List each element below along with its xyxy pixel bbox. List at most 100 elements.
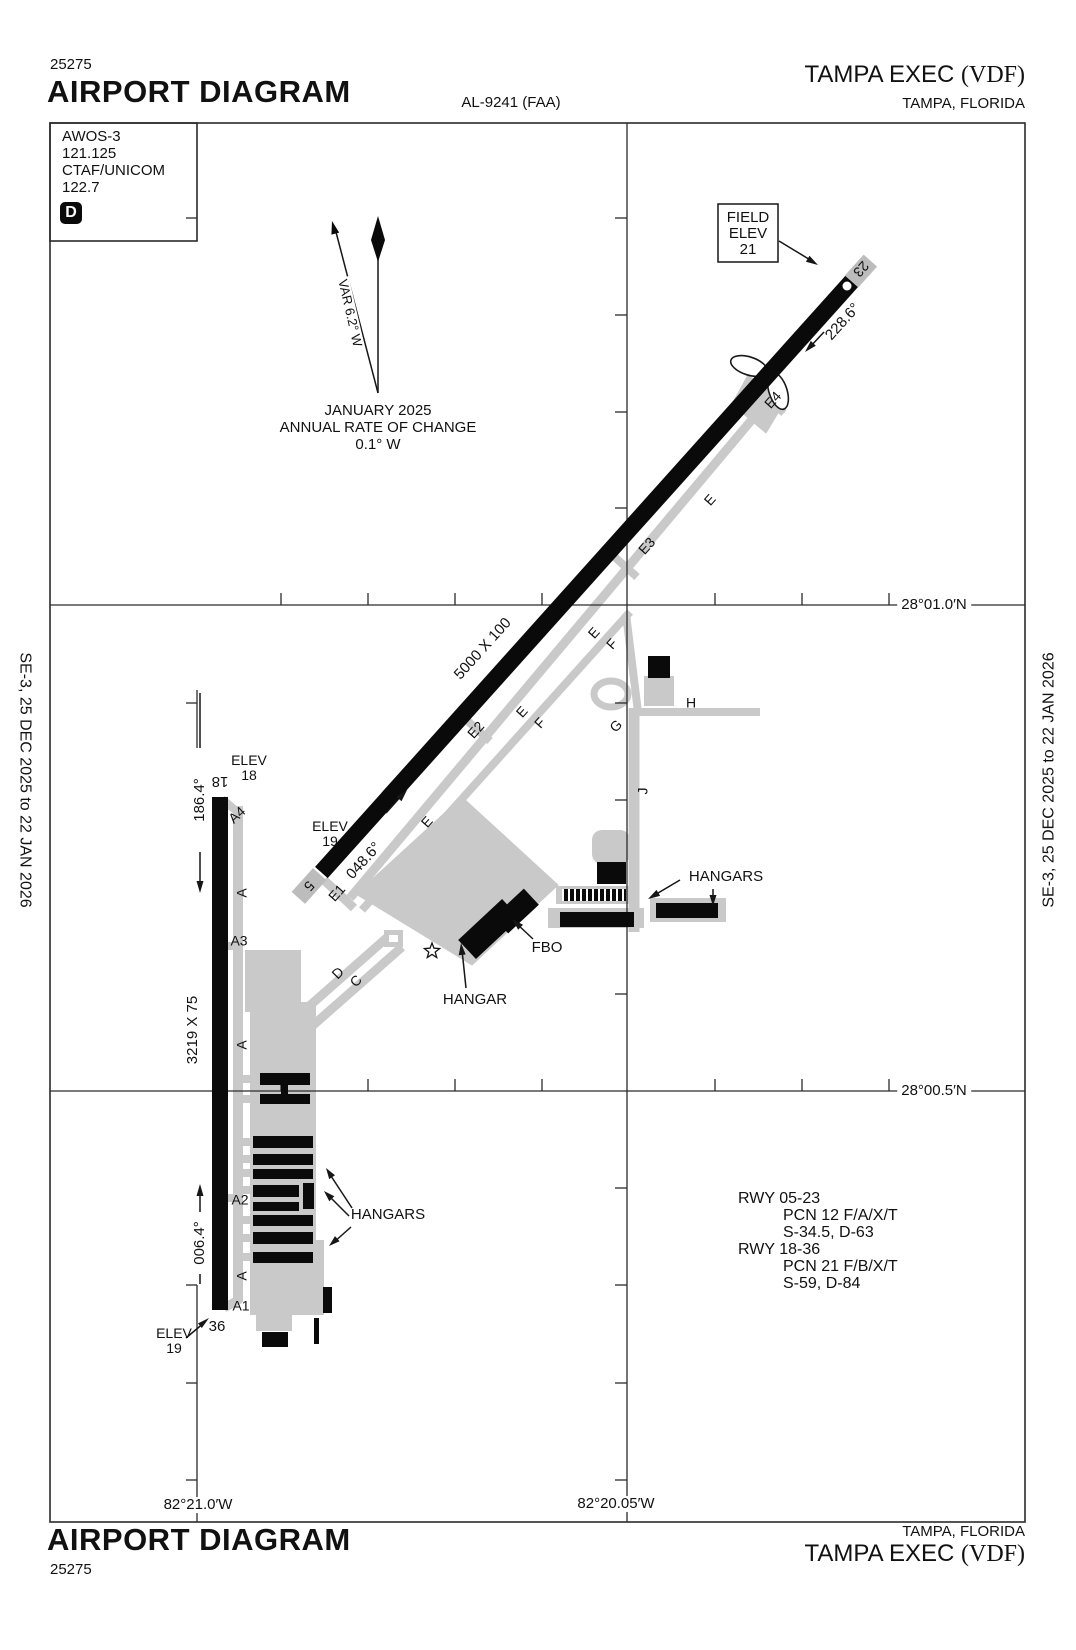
fbo-hangar-building [458,888,539,959]
fbo-label: FBO [531,939,563,957]
airport-name: TAMPA EXEC [804,61,955,88]
hdg-228-arrow [805,331,825,352]
airport-title-top: TAMPA EXEC (VDF) [805,62,1025,88]
apron-teeth [243,1075,252,1261]
annual-change-note-1: JANUARY 2025 [324,402,432,420]
comm-ctaf-freq: 122.7 [62,179,100,196]
west-hangar-rows [253,1073,314,1263]
rwy05-elev-word: ELEV [312,818,348,835]
page-title-bottom: AIRPORT DIAGRAM [47,1522,351,1557]
taxiway-e1 [320,876,358,912]
rwy05-elev-value: 19 [322,833,338,849]
city-bottom: TAMPA, FLORIDA [902,1523,1025,1540]
rwy18-elev: ELEV 18 [231,753,267,783]
airport-icao: (VDF) [961,62,1025,88]
hdg-006-arrow [196,1184,204,1284]
rwy18-heading: 186.4° [191,776,209,824]
lon-label-left: 82°21.0′W [159,1497,237,1513]
rwy18-number: 18 [211,772,229,790]
h-building [648,656,670,678]
lat-label-bottom: 28°00.5′N [897,1083,971,1099]
h-building-pedestal [644,676,674,706]
field-elev-line3: 21 [739,241,757,259]
page-title-top: AIRPORT DIAGRAM [47,74,351,109]
taxiway-c [307,943,405,1032]
rwy-data-line4: RWY 18-36 [738,1241,821,1258]
hdg-186-arrow [196,693,204,893]
rwy36-elev: ELEV 19 [156,1326,192,1356]
airport-title-bottom: TAMPA EXEC (VDF) [805,1541,1025,1567]
west-apron-south [250,1240,324,1315]
west-apron-north [245,950,301,1012]
chart-neatline [49,122,1026,1523]
hangar-label: HANGAR [442,991,508,1009]
taxiway-e [346,407,764,901]
south-building-2 [262,1332,288,1347]
airport-icao-bottom: (VDF) [961,1541,1025,1567]
margin-note-right: SE-3, 25 DEC 2025 to 22 JAN 2026 [1040,652,1058,908]
rwy23-threshold-dot [842,281,852,291]
south-building-1 [323,1287,332,1313]
field-elev-line2: ELEV [728,225,768,243]
east-hangar-row [560,912,634,927]
graticule-layer [49,122,1026,1523]
taxiway-g-loop [590,677,632,711]
rwy-data-line2: PCN 12 F/A/X/T [783,1207,898,1224]
east-hangar-right [656,903,718,918]
elev19-arrow [185,1318,209,1339]
d-symbol-badge: D [60,202,82,224]
taxiway-label-a-2: A [233,1040,250,1050]
airport-name-bottom: TAMPA EXEC [804,1540,955,1567]
crossed-loops-icon [729,354,790,411]
south-building-3 [314,1318,319,1344]
runway-building-layer [212,254,878,1347]
taxiway-label-a1: A1 [232,1297,250,1314]
rwy18-elev-word: ELEV [231,752,267,769]
rwy-data-line5: PCN 21 F/B/X/T [783,1258,898,1275]
rwy36-number: 36 [208,1318,226,1336]
taxiway-label-a3: A3 [230,932,248,949]
hangars-west-arrows [324,1168,353,1246]
hangar-arrow [458,943,467,989]
rwy36-elev-value: 19 [166,1340,182,1356]
rwy5-displaced-end [291,868,327,904]
runway-18-36 [212,797,228,1310]
lat-line-ticks [280,593,890,1091]
rwy1836-dimensions: 3219 X 75 [184,995,202,1065]
field-elev-box [717,203,779,263]
rwy-data-line3: S-34.5, D-63 [783,1224,874,1241]
procedure-id: AL-9241 (FAA) [461,94,561,112]
beacon-star-icon [422,941,442,959]
edition-number-bottom: 25275 [50,1561,92,1578]
taxiway-label-j: J [634,787,651,795]
field-elev-line1: FIELD [726,209,770,227]
annual-change-note-3: 0.1° W [355,436,401,454]
lat-label-top: 28°01.0′N [897,597,971,613]
hdg-048-arrow [385,790,407,814]
city-top: TAMPA, FLORIDA [902,95,1025,112]
comm-box-outline [49,122,198,242]
taxiway-g [622,613,642,713]
lon-line-ticks [186,217,627,1481]
hangars-east-arrows [648,879,717,906]
rwy36-heading: 006.4° [191,1219,209,1267]
hangars-west-label: HANGARS [350,1206,426,1224]
comm-ctaf: CTAF/UNICOM [62,162,166,179]
east-blob [592,830,630,864]
runway-05-23 [315,275,858,879]
annual-change-note-2: ANNUAL RATE OF CHANGE [279,419,477,437]
symbol-layer [185,203,825,1339]
true-north-arrow-icon [371,216,385,393]
fbo-arrow [512,919,534,940]
hangars-east-label: HANGARS [688,868,764,886]
rwy18-elev-value: 18 [241,767,257,783]
field-elev-arrow [778,240,818,265]
taxiway-label-h: H [685,694,697,711]
rwy-data-line6: S-59, D-84 [783,1275,861,1292]
east-hatched-hangar [562,889,626,901]
comm-awos: AWOS-3 [62,128,121,145]
rwy36-elev-word: ELEV [156,1325,192,1342]
edition-number-top: 25275 [50,56,92,73]
taxiway-label-a-3: A [233,1271,250,1281]
